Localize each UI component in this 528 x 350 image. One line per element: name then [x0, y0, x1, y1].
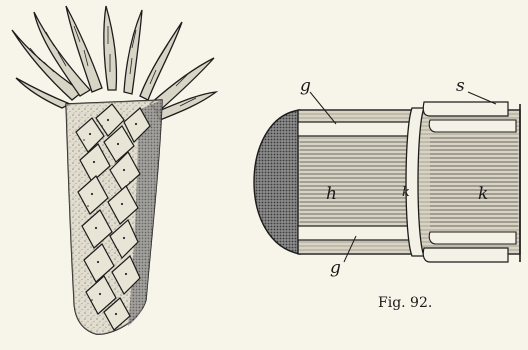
region-h [300, 140, 414, 224]
label-g-bottom: g [330, 260, 341, 277]
label-k-mid: k [402, 186, 410, 199]
label-h: h [326, 186, 337, 203]
right-section [254, 92, 520, 262]
figure-caption: Fig. 92. [378, 296, 432, 310]
sleeve-bottom-outer [423, 248, 508, 262]
label-s: s [456, 78, 465, 95]
region-k-right [430, 136, 518, 228]
sleeve-top-inner [429, 120, 516, 132]
sleeve-bottom [429, 232, 516, 244]
left-specimen [12, 6, 216, 334]
label-g-top: g [300, 78, 311, 95]
band-g-bottom [298, 226, 416, 240]
band-g-top [298, 122, 416, 136]
label-k-right: k [478, 186, 488, 203]
tube-cap [254, 110, 300, 254]
